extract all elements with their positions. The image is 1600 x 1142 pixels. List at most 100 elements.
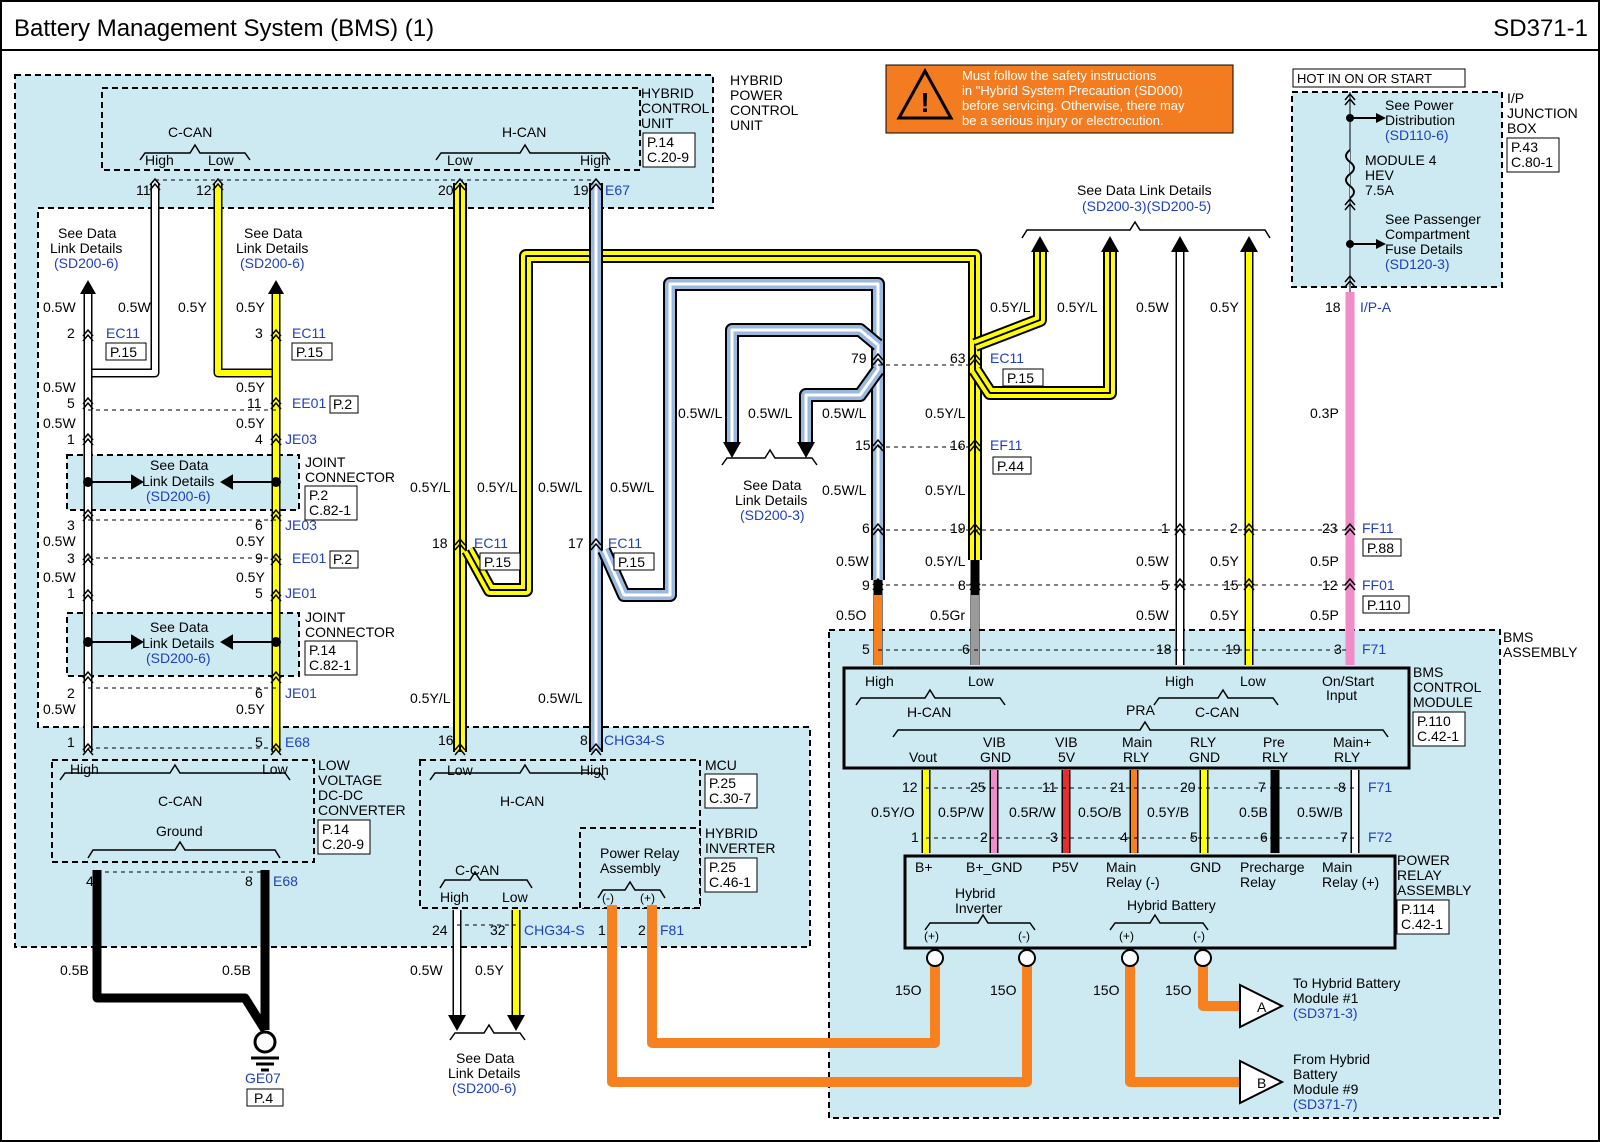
wl-3: 0.5Y bbox=[178, 299, 207, 315]
pin-19: 19 bbox=[573, 182, 589, 198]
conn-ee01-b: EE01 bbox=[292, 550, 326, 566]
pin-5l: 5 bbox=[1161, 577, 1169, 593]
hpcu-high-1: High bbox=[145, 152, 174, 168]
wl-43: 0.5W bbox=[1136, 607, 1169, 623]
see-data-mid-1: See Data bbox=[743, 477, 802, 493]
pin-1c: 1 bbox=[67, 585, 75, 601]
joint1-see-1: See Data bbox=[150, 457, 209, 473]
wl-52: 0.5W/B bbox=[1297, 804, 1343, 820]
hpcu-ccan: C-CAN bbox=[168, 124, 212, 140]
wl-37: 0.5Y/L bbox=[925, 553, 966, 569]
hpcu-low-2: Low bbox=[447, 152, 474, 168]
pin-3o: 3 bbox=[1050, 829, 1058, 845]
to-a-2: Module #1 bbox=[1293, 990, 1359, 1006]
wl-14: 0.5Y bbox=[236, 701, 265, 717]
ipjb-ref-1: P.43 bbox=[1511, 139, 1538, 155]
wl-35: 0.5Y/L bbox=[925, 482, 966, 498]
conn-ge07-ref: P.4 bbox=[254, 1090, 273, 1106]
wl-18: 0.5Y/L bbox=[477, 479, 518, 495]
hpcu-name-4: UNIT bbox=[730, 117, 763, 133]
wl-19: 0.5W/L bbox=[538, 479, 583, 495]
ipjb-fuse-2: HEV bbox=[1365, 167, 1394, 183]
pin-18f: 18 bbox=[432, 535, 448, 551]
bms-b-main-2: RLY bbox=[1123, 749, 1150, 765]
warning-line-3: before servicing. Otherwise, there may bbox=[962, 98, 1185, 113]
pra-bat-plus: (+) bbox=[1119, 929, 1134, 943]
ipjb-pass-1: See Passenger bbox=[1385, 211, 1481, 227]
wl-29: 0.5Y/L bbox=[1057, 299, 1098, 315]
triangle-a-label: A bbox=[1257, 999, 1267, 1015]
from-b-2: Battery bbox=[1293, 1066, 1337, 1082]
conn-chg34-b: CHG34-S bbox=[524, 922, 585, 938]
pin-21n: 21 bbox=[1110, 779, 1126, 795]
pra-t-p5v: P5V bbox=[1052, 859, 1079, 875]
ldc-box bbox=[51, 759, 315, 863]
conn-ec11-e-ref: P.15 bbox=[1007, 370, 1034, 386]
wl-17: 0.5Y/L bbox=[410, 479, 451, 495]
joint2-see-1: See Data bbox=[150, 619, 209, 635]
pin-16j: 16 bbox=[950, 437, 966, 453]
wl-20: 0.5W/L bbox=[610, 479, 655, 495]
see-data-left-1: See Data bbox=[58, 225, 117, 241]
see-data-mid-ref: (SD200-3) bbox=[740, 507, 805, 523]
fuse-icon bbox=[1345, 149, 1355, 199]
pin-6b: 6 bbox=[255, 517, 263, 533]
hpcu-inner-3: UNIT bbox=[641, 115, 674, 131]
joint1-name-1: JOINT bbox=[305, 454, 346, 470]
pin-1d: 1 bbox=[67, 734, 75, 750]
pin-1h: 1 bbox=[598, 922, 606, 938]
pra-t-pre-1: Precharge bbox=[1240, 859, 1305, 875]
see-data-bottom-1: See Data bbox=[456, 1050, 515, 1066]
wl-4: 0.5Y bbox=[236, 299, 265, 315]
see-data-left2-ref: (SD200-6) bbox=[240, 255, 305, 271]
mcu-ccan: C-CAN bbox=[455, 862, 499, 878]
pin-18i: 18 bbox=[1325, 299, 1341, 315]
ipjb-fuse-3: 7.5A bbox=[1365, 182, 1394, 198]
see-data-left2-2: Link Details bbox=[236, 240, 308, 256]
wl-11: 0.5W bbox=[43, 569, 76, 585]
from-b-ref: (SD371-7) bbox=[1293, 1096, 1358, 1112]
wl-12: 0.5Y bbox=[236, 569, 265, 585]
inverter-name-2: INVERTER bbox=[705, 840, 776, 856]
pra-plus: (+) bbox=[640, 891, 655, 905]
joint1-ref-1: P.2 bbox=[309, 487, 328, 503]
bms-hcan-low: Low bbox=[968, 673, 995, 689]
pin-25n: 25 bbox=[970, 779, 986, 795]
conn-ec11-c-ref: P.15 bbox=[484, 554, 511, 570]
mcu-hcan: H-CAN bbox=[500, 793, 544, 809]
bms-onstart-2: Input bbox=[1326, 687, 1357, 703]
wl-42: 0.5Gr bbox=[930, 607, 965, 623]
ldc-name-1: LOW bbox=[318, 757, 351, 773]
conn-ef11-ref: P.44 bbox=[997, 458, 1024, 474]
inverter-ref-2: C.46-1 bbox=[709, 874, 751, 890]
see-data-bottom-ref: (SD200-6) bbox=[452, 1080, 517, 1096]
hpcu-low-1: Low bbox=[208, 152, 235, 168]
wl-50: 0.5Y/B bbox=[1147, 804, 1189, 820]
pin-4o: 4 bbox=[1120, 829, 1128, 845]
pin-12: 12 bbox=[196, 182, 212, 198]
wl-48: 0.5R/W bbox=[1009, 804, 1056, 820]
pin-15j: 15 bbox=[855, 437, 871, 453]
wl-21: 0.5Y/L bbox=[410, 690, 451, 706]
see-data-left2-1: See Data bbox=[244, 225, 303, 241]
joint1-see-2: Link Details bbox=[142, 473, 214, 489]
ipjb-fuse-1: MODULE 4 bbox=[1365, 152, 1437, 168]
pra-t-bplus: B+ bbox=[915, 859, 933, 875]
conn-ec11-c: EC11 bbox=[474, 535, 508, 551]
joint2-ref-2: C.82-1 bbox=[309, 657, 351, 673]
wl-32: 0.5Y/L bbox=[925, 405, 966, 421]
joint1-ref-2: C.82-1 bbox=[309, 502, 351, 518]
pin-12l: 12 bbox=[1322, 577, 1338, 593]
wl-46: 0.5Y/O bbox=[871, 804, 915, 820]
page-id: SD371-1 bbox=[1493, 15, 1588, 42]
see-data-mid-2: Link Details bbox=[735, 492, 807, 508]
bms-b-vibgnd-2: GND bbox=[980, 749, 1011, 765]
pra-t-mainp-2: Relay (+) bbox=[1322, 874, 1379, 890]
wl-27: 0.5W/L bbox=[822, 405, 867, 421]
pin-8g: 8 bbox=[580, 732, 588, 748]
pin-2k: 2 bbox=[1230, 520, 1238, 536]
pra-hinv-2: Inverter bbox=[955, 900, 1003, 916]
bms-ctrl-name-1: BMS bbox=[1413, 664, 1443, 680]
conn-ee01-a-ref: P.2 bbox=[333, 396, 352, 412]
joint1-name-2: CONNECTOR bbox=[305, 469, 395, 485]
